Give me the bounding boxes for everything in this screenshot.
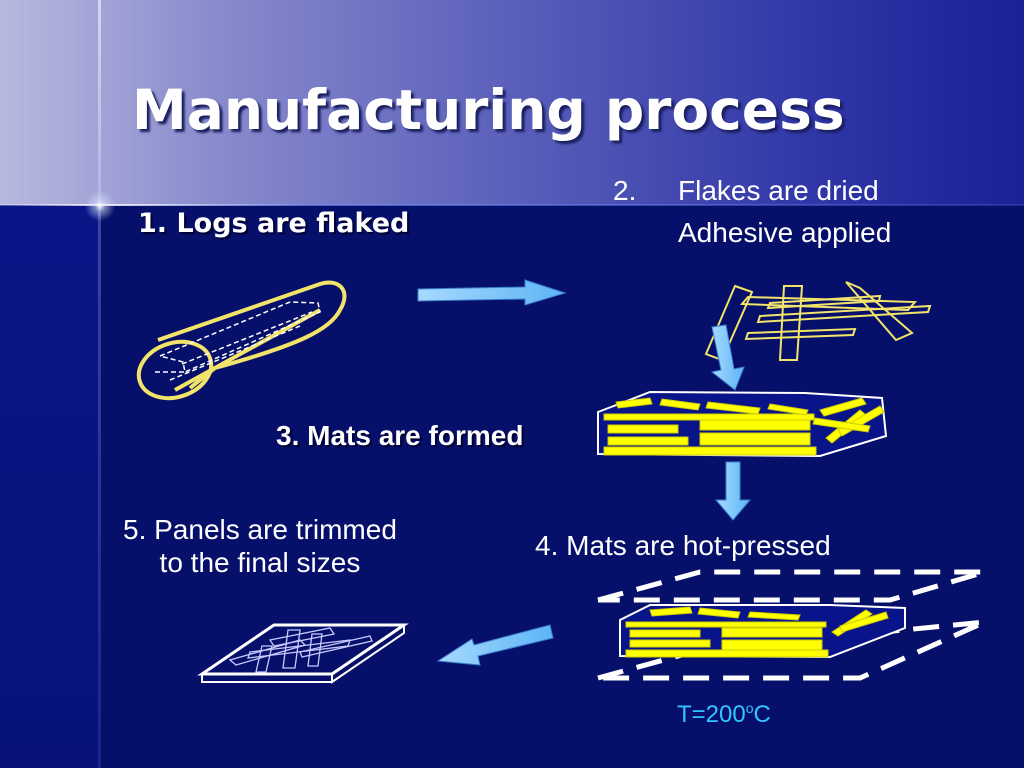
arrow-left-icon xyxy=(436,624,554,666)
mat-illustration xyxy=(597,390,888,458)
sparkle-accent xyxy=(82,188,118,224)
arrow-down-icon xyxy=(710,324,745,391)
arrow-down-icon xyxy=(714,461,752,521)
step-2-number: 2. xyxy=(613,175,637,206)
temperature-label: T=200oC xyxy=(677,700,771,729)
log-illustration xyxy=(136,280,347,401)
step-2-label-line1: Flakes are dried xyxy=(678,175,879,206)
left-strip xyxy=(0,205,100,768)
step-1-label: 1. Logs are flaked xyxy=(138,208,410,239)
horizontal-accent-line xyxy=(0,204,1024,206)
vertical-accent-line xyxy=(98,0,101,768)
step-2-label-line2: Adhesive applied xyxy=(678,217,892,248)
temperature-value: T=200 xyxy=(677,701,746,728)
title-band xyxy=(0,0,1024,205)
temperature-unit: C xyxy=(753,701,771,728)
panel-illustration xyxy=(197,623,409,684)
step-5-label-line1: 5. Panels are trimmed xyxy=(123,514,397,545)
step-5-label: 5. Panels are trimmed to the final sizes xyxy=(123,513,397,579)
step-4-label: 4. Mats are hot-pressed xyxy=(535,530,831,561)
temperature-degree: o xyxy=(745,700,754,716)
arrow-right-icon xyxy=(417,279,567,306)
slide-title: Manufacturing process xyxy=(132,78,845,142)
flakes-illustration xyxy=(704,281,932,362)
step-5-label-line2: to the final sizes xyxy=(159,547,361,579)
step-3-label: 3. Mats are formed xyxy=(276,420,524,451)
hot-press-illustration xyxy=(597,569,987,681)
